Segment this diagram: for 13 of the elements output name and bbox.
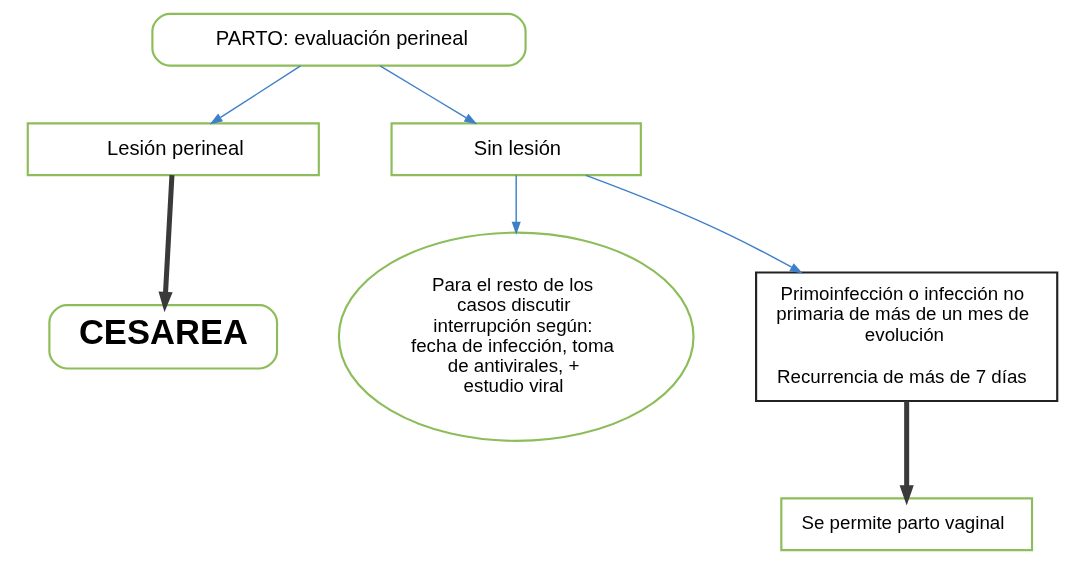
arrow [209,65,302,125]
node-box: Sin lesión [390,122,642,177]
arrow [585,174,803,274]
node-box: Primoinfección o infección no primaria de más de un mes de evolución Recurrencia de más de 7 días [755,271,1059,403]
node-box: PARTO: evaluación perineal [151,12,527,67]
node-box: CESAREA [48,304,279,370]
arrow [379,65,478,125]
node-ellipse: Para el resto de los casos discutir interrupción según: fecha de infección, toma de antivirales, + estudio viral [337,231,695,442]
arrow [899,401,914,506]
node-box: Lesión perineal [26,122,320,177]
arrow [158,175,175,313]
arrow [511,174,521,235]
node-box: Se permite parto vaginal [780,497,1034,552]
